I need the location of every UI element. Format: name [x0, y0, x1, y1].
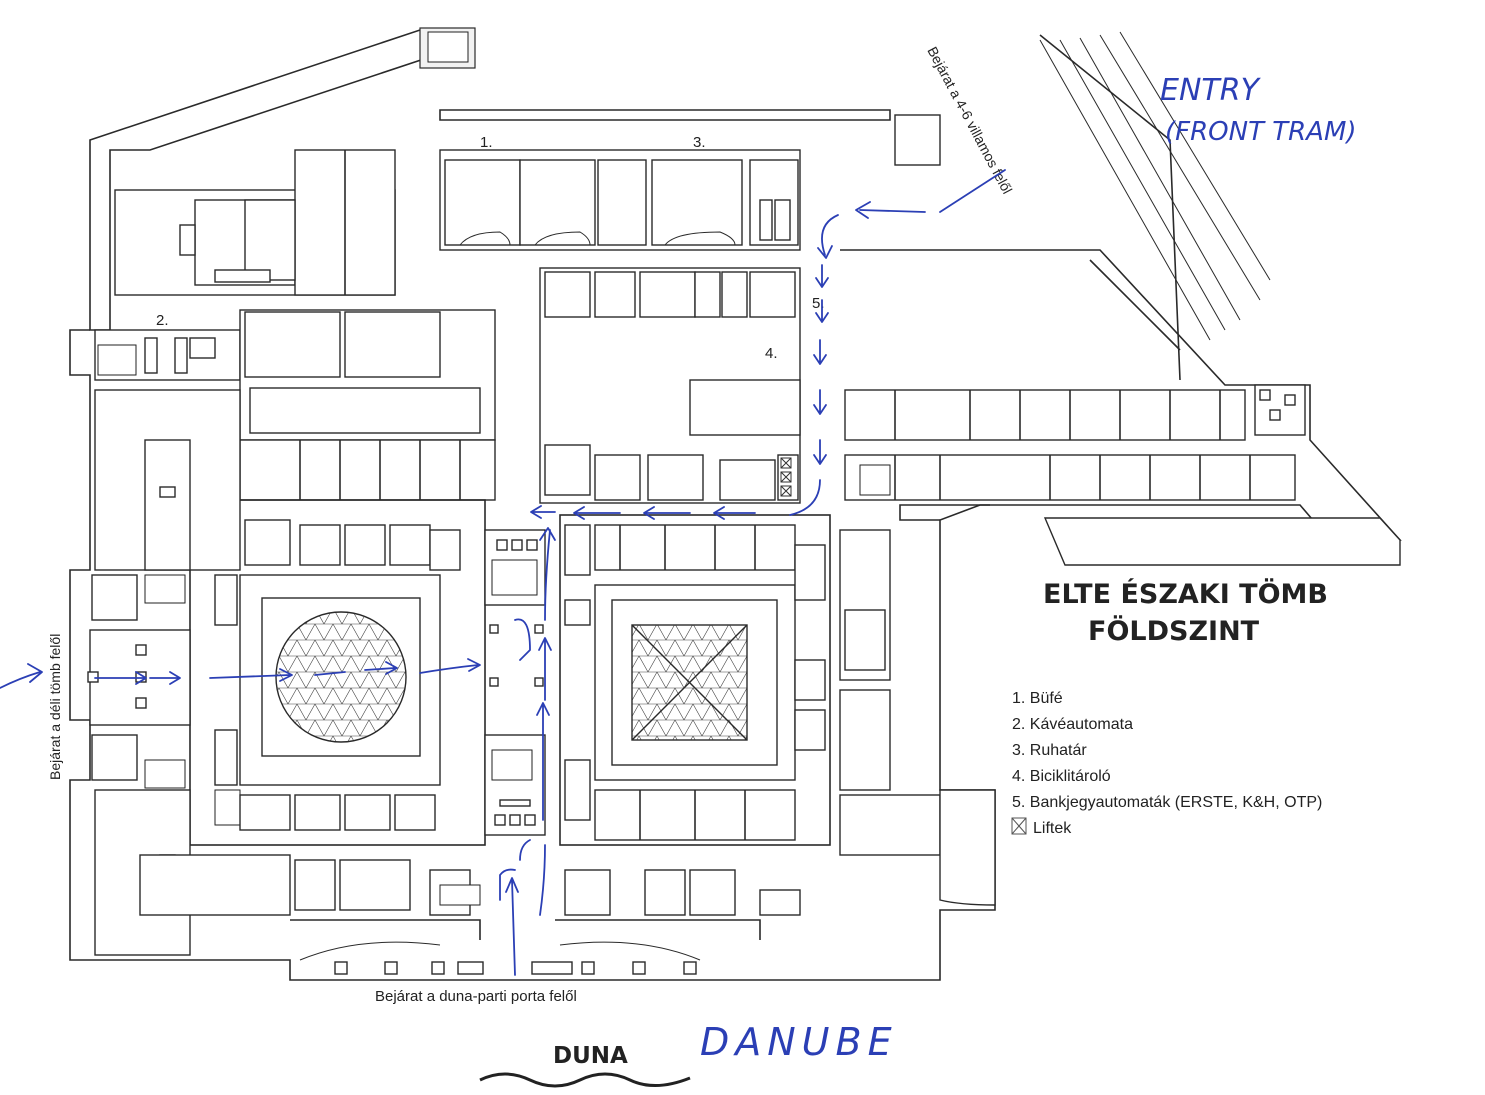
- handwritten-danube: DANUBE: [700, 1020, 898, 1064]
- arrow-icon: [539, 527, 556, 621]
- arrow-icon: [538, 637, 552, 701]
- arrow-icon: [514, 618, 531, 661]
- lift-icon: [1011, 817, 1027, 835]
- map-title-line2: FÖLDSZINT: [1088, 614, 1260, 647]
- arrow-icon: [817, 214, 839, 259]
- arrow-icon: [209, 668, 293, 682]
- building-outline: [69, 27, 1402, 981]
- arrow-icon: [536, 702, 550, 821]
- handwritten-front-tram: (FRONT TRAM): [1165, 117, 1357, 147]
- arrow-icon: [364, 661, 398, 675]
- arrow-icon: [789, 479, 821, 516]
- east-wing: [844, 384, 1306, 501]
- room-numbers: 1. 3. 2. 4. 5.: [156, 134, 825, 362]
- legend-item-2: 2. Kávéautomata: [1012, 716, 1133, 733]
- arrow-icon: [813, 389, 827, 415]
- arrow-icon: [813, 339, 827, 365]
- north-rooms: [439, 149, 801, 251]
- room-number-3: 3.: [693, 134, 706, 151]
- arrow-icon: [505, 877, 519, 976]
- arrow-icon: [0, 663, 43, 689]
- south-band: [139, 789, 996, 975]
- central-north-block: [239, 267, 801, 504]
- arrow-icon: [539, 844, 546, 916]
- arrow-icon: [94, 671, 147, 685]
- room-number-1: 1.: [480, 134, 493, 151]
- arrow-icon: [813, 439, 827, 465]
- legend-lift-label: Liftek: [1033, 820, 1072, 837]
- route-arrows: [0, 169, 1006, 976]
- room-number-4: 4.: [765, 345, 778, 362]
- river-wave-icon: [479, 1072, 691, 1088]
- arrow-icon: [314, 671, 346, 676]
- central-core: [484, 524, 591, 836]
- handwriting: ENTRY (FRONT TRAM) DANUBE: [700, 73, 1357, 1064]
- legend-item-1: 1. Büfé: [1012, 690, 1063, 707]
- west-courtyard: [189, 499, 486, 846]
- map-title-line1: ELTE ÉSZAKI TÖMB: [1043, 577, 1328, 610]
- legend-item-4: 4. Biciklitároló: [1012, 768, 1111, 785]
- arrow-icon: [939, 169, 1006, 213]
- room-number-2: 2.: [156, 312, 169, 329]
- arrow-icon: [643, 506, 691, 520]
- lift-icon: [780, 457, 792, 497]
- arrow-icon: [519, 839, 531, 861]
- nw-rooms: [94, 149, 396, 381]
- legend-item-5: 5. Bankjegyautomaták (ERSTE, K&H, OTP): [1012, 794, 1322, 811]
- arrow-icon: [530, 505, 556, 519]
- entrance-south-label: Bejárat a duna-parti porta felől: [375, 988, 577, 1005]
- arrow-icon: [815, 264, 829, 288]
- legend: 1. Büfé 2. Kávéautomata 3. Ruhatár 4. Bi…: [1011, 690, 1322, 837]
- entrance-west-label: Bejárat a déli tömb felől: [47, 634, 63, 780]
- arrow-icon: [499, 868, 516, 901]
- legend-item-3: 3. Ruhatár: [1012, 742, 1087, 759]
- east-courtyard: [559, 514, 941, 856]
- arrow-icon: [573, 506, 621, 520]
- arrow-icon: [419, 658, 481, 674]
- arrow-icon: [149, 671, 181, 685]
- river-label: DUNA: [553, 1043, 628, 1069]
- arrow-icon: [855, 201, 926, 219]
- arrow-icon: [713, 506, 756, 520]
- arrow-icon: [815, 299, 829, 323]
- handwritten-entry: ENTRY: [1160, 73, 1262, 108]
